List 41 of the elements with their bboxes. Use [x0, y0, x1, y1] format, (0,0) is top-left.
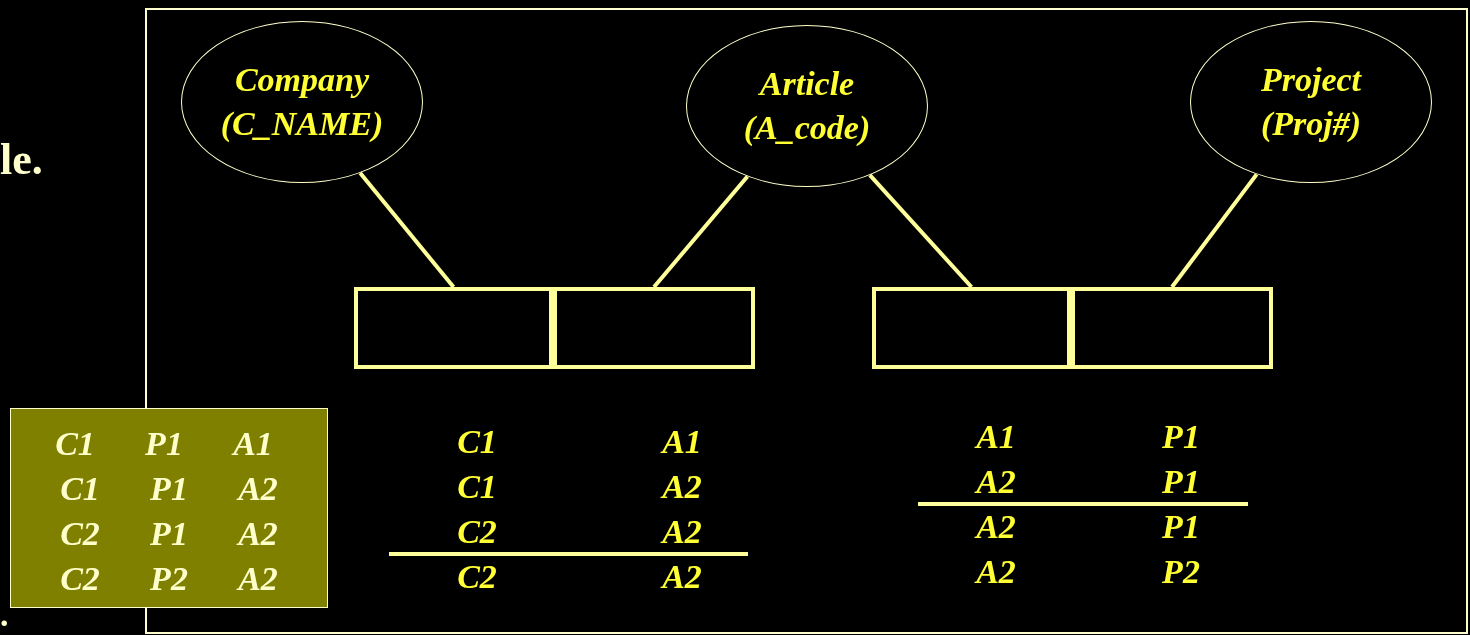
connector-line — [868, 173, 973, 289]
relation-cell — [553, 287, 755, 369]
table-value: A2 — [238, 472, 278, 506]
table-value: A2 — [662, 470, 702, 504]
table-value: A1 — [976, 420, 1016, 454]
table-value: P1 — [1162, 465, 1200, 499]
table-value: C2 — [60, 562, 100, 596]
table-value: C1 — [457, 425, 497, 459]
table-value: P1 — [145, 427, 183, 461]
table-value: C2 — [457, 560, 497, 594]
table-value: C1 — [457, 470, 497, 504]
table-value: C2 — [60, 517, 100, 551]
entity-label: Article (A_code) — [742, 64, 872, 148]
table-value: P2 — [1162, 555, 1200, 589]
table-value: C1 — [55, 427, 95, 461]
punctuation-mark: . — [0, 598, 9, 632]
table-value: A2 — [976, 555, 1016, 589]
table-value: P1 — [1162, 510, 1200, 544]
table-value: A2 — [976, 465, 1016, 499]
table-value: C1 — [60, 472, 100, 506]
table-value: A2 — [662, 515, 702, 549]
table-value: C2 — [457, 515, 497, 549]
table-value: A1 — [233, 427, 273, 461]
table-value: P1 — [150, 517, 188, 551]
table-value: P1 — [1162, 420, 1200, 454]
connector-line — [1170, 173, 1259, 289]
table-value: A1 — [662, 425, 702, 459]
connector-line — [652, 175, 749, 289]
relation-cell — [1071, 287, 1273, 369]
table-value: A2 — [662, 560, 702, 594]
table-value: A2 — [238, 562, 278, 596]
relation-cell — [872, 287, 1071, 369]
entity-label: Company (C_NAME) — [219, 60, 385, 144]
table-value: P2 — [150, 562, 188, 596]
table-value: P1 — [150, 472, 188, 506]
relation-cell — [354, 287, 553, 369]
heading-fragment: le. — [0, 138, 43, 182]
connector-line — [358, 171, 456, 289]
table-value: A2 — [238, 517, 278, 551]
table-value: A2 — [976, 510, 1016, 544]
entity-label: Project (Proj#) — [1259, 60, 1363, 144]
